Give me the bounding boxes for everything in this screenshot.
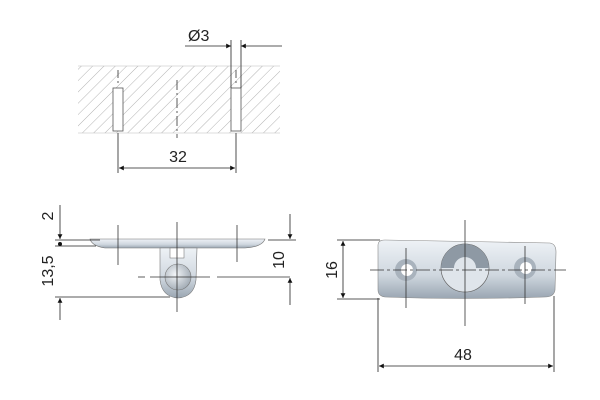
drill-hole-right xyxy=(230,87,242,132)
side-view: 2 13,5 10 xyxy=(40,205,296,320)
dim-side-height: 13,5 xyxy=(40,255,57,286)
dim-plate-thickness: 2 xyxy=(40,211,57,220)
front-view: 16 48 xyxy=(324,220,566,372)
section-view: 32 Ø3 xyxy=(78,28,282,173)
dim-axis-height: 10 xyxy=(271,251,288,269)
dim-front-width: 48 xyxy=(454,347,472,364)
screw-hole-right xyxy=(520,262,532,274)
dim-front-height: 16 xyxy=(324,261,341,279)
dim-hole-diameter: Ø3 xyxy=(188,28,209,45)
dim-hole-spacing: 32 xyxy=(169,149,187,166)
panel-section xyxy=(78,66,280,133)
plate xyxy=(89,238,266,249)
drill-hole-left xyxy=(112,87,124,132)
